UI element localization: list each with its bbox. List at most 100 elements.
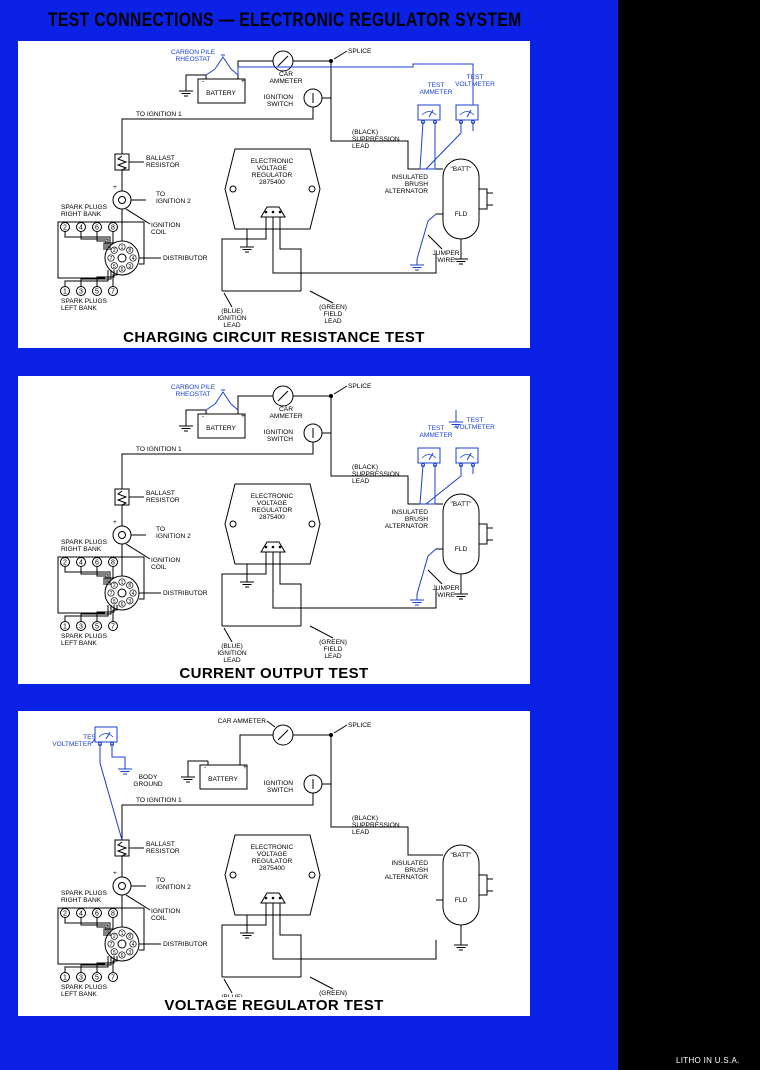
wire: [80, 917, 109, 936]
wire: [272, 903, 437, 960]
leader-line: [309, 625, 334, 639]
alternator-batt-terminal: "BATT": [450, 501, 472, 508]
ammeter-needle: [277, 729, 289, 741]
leader-line: [125, 208, 151, 225]
wire: [279, 217, 302, 291]
wire: [80, 566, 109, 585]
regulator-mount-hole: [229, 520, 237, 528]
distributor-terminal: [118, 243, 126, 251]
spark-plugs-right-label: SPARK PLUGS: [61, 539, 108, 546]
spark-plug-number: 7: [111, 975, 115, 982]
distributor-terminal-number: 3: [128, 599, 131, 605]
body-ground-label: GROUND: [133, 781, 163, 788]
wire: [112, 605, 118, 622]
regulator-mount-hole: [229, 871, 237, 879]
to-ignition-1-label: TO IGNITION 1: [136, 797, 182, 804]
connector-pin: [271, 210, 275, 214]
alternator-pulley: [478, 874, 488, 896]
ignition-switch-label: SWITCH: [267, 101, 293, 108]
wire: [64, 605, 109, 622]
splice-label: SPLICE: [348, 48, 372, 55]
alternator-fld-terminal: FLD: [455, 546, 468, 553]
alternator-label: INSULATED: [391, 174, 428, 181]
coil-core: [118, 882, 126, 890]
wire: [322, 735, 332, 785]
litho-footer: LITHO IN U.S.A.: [676, 1056, 740, 1065]
spark-plug-number: 3: [79, 975, 83, 982]
suppression-lead-label: SUPPRESSION: [352, 136, 400, 143]
coil-core: [118, 196, 126, 204]
to-ignition-2-label: IGNITION 2: [156, 533, 191, 540]
green-lead-label: (GREEN): [319, 990, 347, 997]
distributor-terminal: [118, 929, 126, 937]
connector-pin: [278, 210, 282, 214]
distributor-terminal: [118, 578, 126, 586]
wire: [221, 552, 267, 626]
battery-minus: -: [202, 78, 204, 85]
distributor-terminal: [126, 246, 134, 254]
test-voltmeter-label: TEST: [467, 417, 484, 424]
to-ignition-1-label: TO IGNITION 1: [136, 111, 182, 118]
leader-line: [266, 720, 276, 728]
jumper-wire-label: JUMPER: [432, 250, 459, 257]
ignition-coil-label: COIL: [151, 564, 167, 571]
test-lead: [230, 68, 239, 76]
connector-pin: [264, 896, 268, 900]
carbon-pile-rheostat: [214, 391, 232, 405]
alternator-fld-terminal: FLD: [455, 897, 468, 904]
to-ignition-2-label: IGNITION 2: [156, 198, 191, 205]
ignition-switch-label: SWITCH: [267, 436, 293, 443]
wire: [57, 907, 145, 965]
wire: [272, 552, 437, 609]
alternator-batt-terminal: "BATT": [450, 166, 472, 173]
spark-plugs-right-label: RIGHT BANK: [61, 897, 102, 904]
to-ignition-1-label: TO IGNITION 1: [136, 446, 182, 453]
alternator-label: BRUSH: [405, 867, 428, 874]
test-ammeter-label: TEST: [428, 82, 445, 89]
alternator-label: INSULATED: [391, 509, 428, 516]
regulator-label: ELECTRONIC: [251, 493, 294, 500]
test-lead: [237, 63, 474, 105]
spark-plug-number: 8: [111, 560, 115, 567]
ignition-switch-label: IGNITION: [264, 780, 294, 787]
test-ammeter-label: TEST: [428, 425, 445, 432]
test-ammeter: [417, 104, 441, 121]
electronic-voltage-regulator: [224, 148, 321, 230]
leader-line: [125, 894, 151, 911]
alternator-label: BRUSH: [405, 181, 428, 188]
test-voltmeter: [455, 104, 479, 121]
spark-plug-number: 3: [79, 289, 83, 296]
suppression-lead-label: LEAD: [352, 829, 369, 836]
meter-scale: [459, 111, 475, 116]
suppression-lead-label: SUPPRESSION: [352, 822, 400, 829]
distributor-terminal-number: 5: [113, 264, 116, 270]
wire: [96, 270, 115, 287]
wire: [322, 396, 332, 434]
suppression-lead-label: (BLACK): [352, 464, 378, 471]
battery-plus: +: [241, 78, 245, 85]
jumper-wire-label: WIRE: [437, 592, 455, 599]
ignition-coil: [112, 190, 132, 210]
connector-pin: [271, 545, 275, 549]
wire: [221, 903, 267, 977]
resistor-zigzag: [116, 155, 128, 171]
wire: [112, 956, 118, 973]
coil-plus: +: [113, 870, 117, 877]
spark-plug-number: 3: [79, 624, 83, 631]
spark-plugs-right-label: SPARK PLUGS: [61, 890, 108, 897]
ballast-label: RESISTOR: [146, 497, 180, 504]
suppression-lead-label: (BLACK): [352, 815, 378, 822]
regulator-mount-hole: [229, 185, 237, 193]
wire: [121, 107, 314, 154]
test-voltmeter-label: VOLTMETER: [455, 81, 495, 88]
leader-line: [427, 569, 443, 585]
spark-plugs-right-label: RIGHT BANK: [61, 211, 102, 218]
wire: [96, 566, 107, 585]
distributor-terminal-number: 7: [110, 591, 113, 597]
distributor-rotor: [117, 939, 127, 949]
blue-lead-label: IGNITION: [217, 650, 247, 657]
page-title: TEST CONNECTIONS — ELECTRONIC REGULATOR …: [48, 10, 522, 31]
ammeter-label: AMMETER: [270, 413, 303, 420]
distributor-rotor: [117, 588, 127, 598]
alternator-label: ALTERNATOR: [385, 523, 428, 530]
